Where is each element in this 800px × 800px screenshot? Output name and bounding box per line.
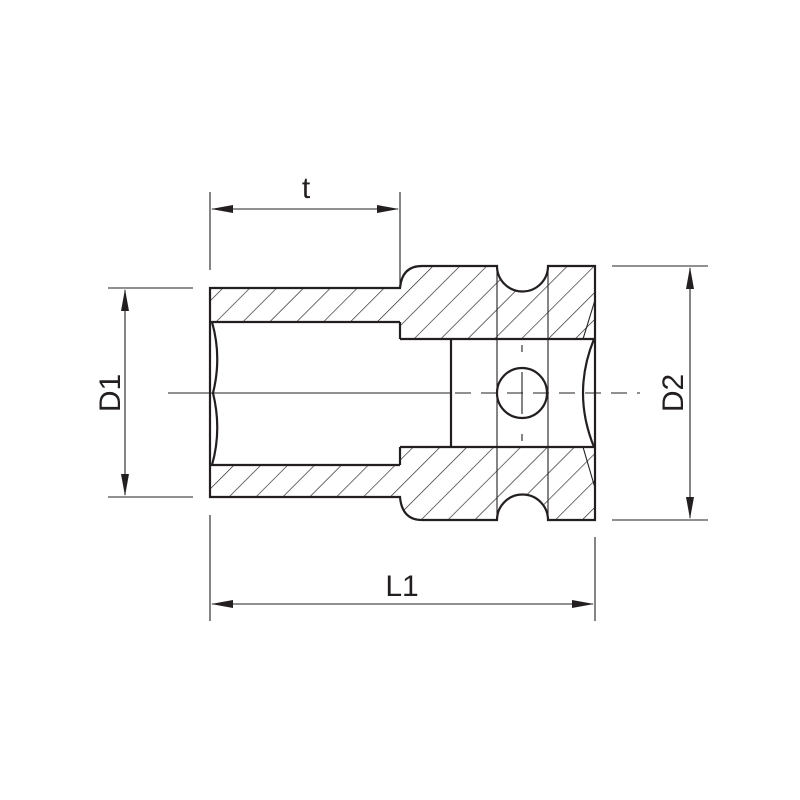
dimension-label-l1: L1 bbox=[385, 570, 418, 603]
dimension-label-d1: D1 bbox=[94, 374, 127, 412]
dimension-d1: D1 bbox=[94, 287, 193, 498]
dimension-label-d2: D2 bbox=[657, 374, 690, 412]
dimension-d2: D2 bbox=[612, 265, 708, 521]
dimension-l1: L1 bbox=[209, 515, 596, 621]
dimension-label-t: t bbox=[302, 172, 311, 205]
dimension-t: t bbox=[209, 172, 401, 285]
